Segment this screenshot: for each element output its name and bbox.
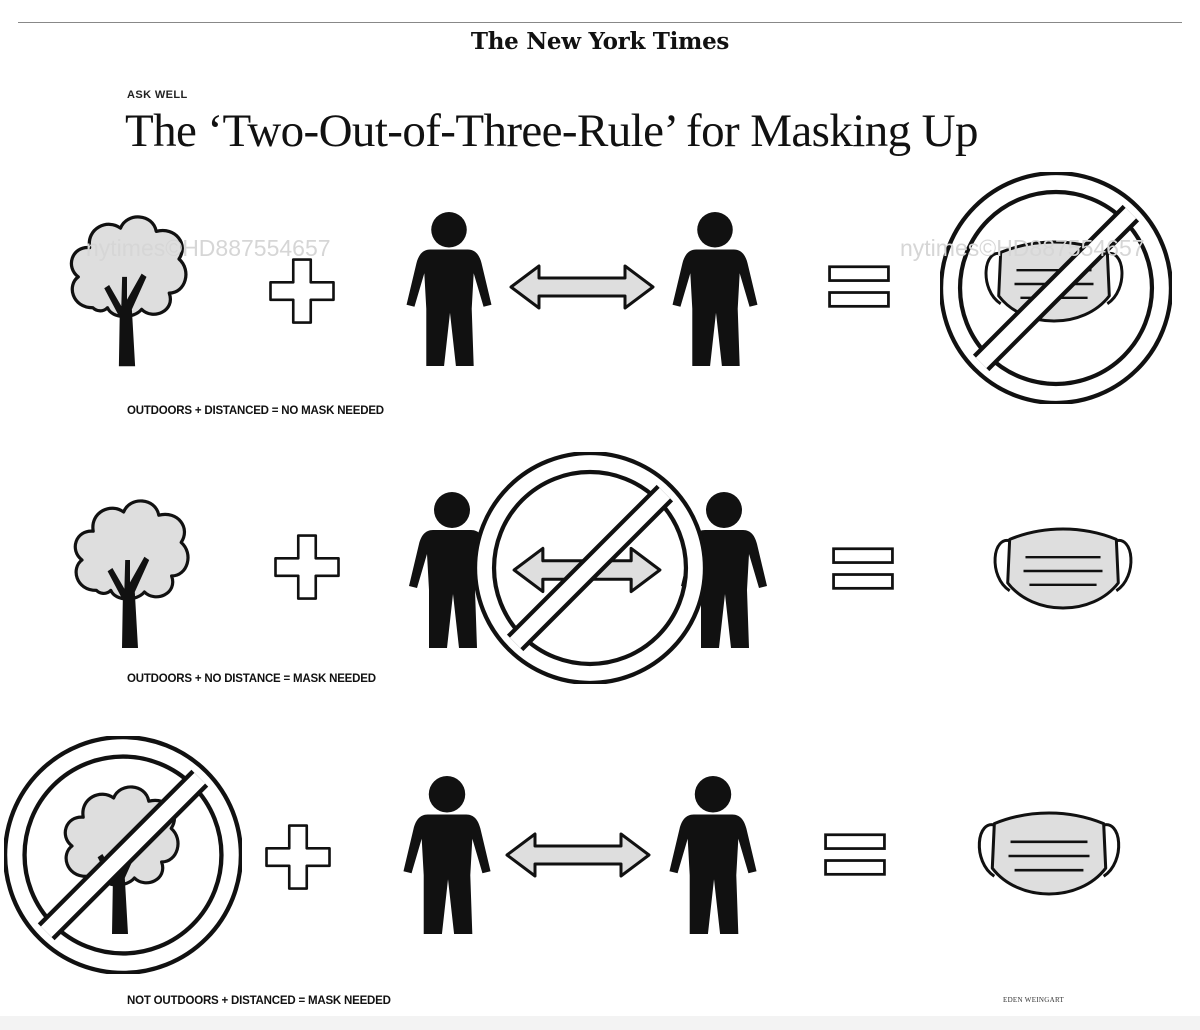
prohibited-icon	[4, 736, 242, 974]
masthead-rule	[18, 22, 1182, 23]
double-arrow-icon	[502, 830, 654, 880]
tree-icon	[62, 196, 192, 374]
equals-icon	[826, 264, 892, 310]
person-icon	[666, 774, 760, 936]
face-mask-icon	[968, 804, 1130, 908]
prohibited-icon	[474, 452, 706, 684]
watermark-left: nytimes©HD887554657	[86, 235, 331, 261]
article-headline: The ‘Two-Out-of-Three-Rule’ for Masking …	[125, 105, 979, 157]
face-mask-icon	[984, 520, 1142, 622]
row-2-caption: OUTDOORS + NO DISTANCE = MASK NEEDED	[127, 673, 376, 685]
prohibited-icon	[940, 172, 1172, 404]
double-arrow-icon	[506, 262, 658, 312]
bottom-band	[0, 1016, 1200, 1030]
masthead-logo: The New York Times	[470, 28, 730, 55]
row-1-caption: OUTDOORS + DISTANCED = NO MASK NEEDED	[127, 405, 384, 417]
equals-icon	[830, 546, 896, 592]
equals-icon	[822, 832, 888, 878]
tree-icon	[66, 480, 194, 656]
person-icon	[670, 210, 760, 368]
plus-icon	[262, 822, 334, 892]
illustrator-credit: EDEN WEINGART	[1003, 996, 1065, 1004]
person-icon	[404, 210, 494, 368]
watermark-right: nytimes©HD887554657	[900, 235, 1145, 261]
plus-icon	[266, 256, 338, 326]
row-3-caption: NOT OUTDOORS + DISTANCED = MASK NEEDED	[127, 995, 391, 1007]
plus-icon	[272, 532, 342, 602]
person-icon	[400, 774, 494, 936]
section-kicker: ASK WELL	[127, 89, 188, 101]
